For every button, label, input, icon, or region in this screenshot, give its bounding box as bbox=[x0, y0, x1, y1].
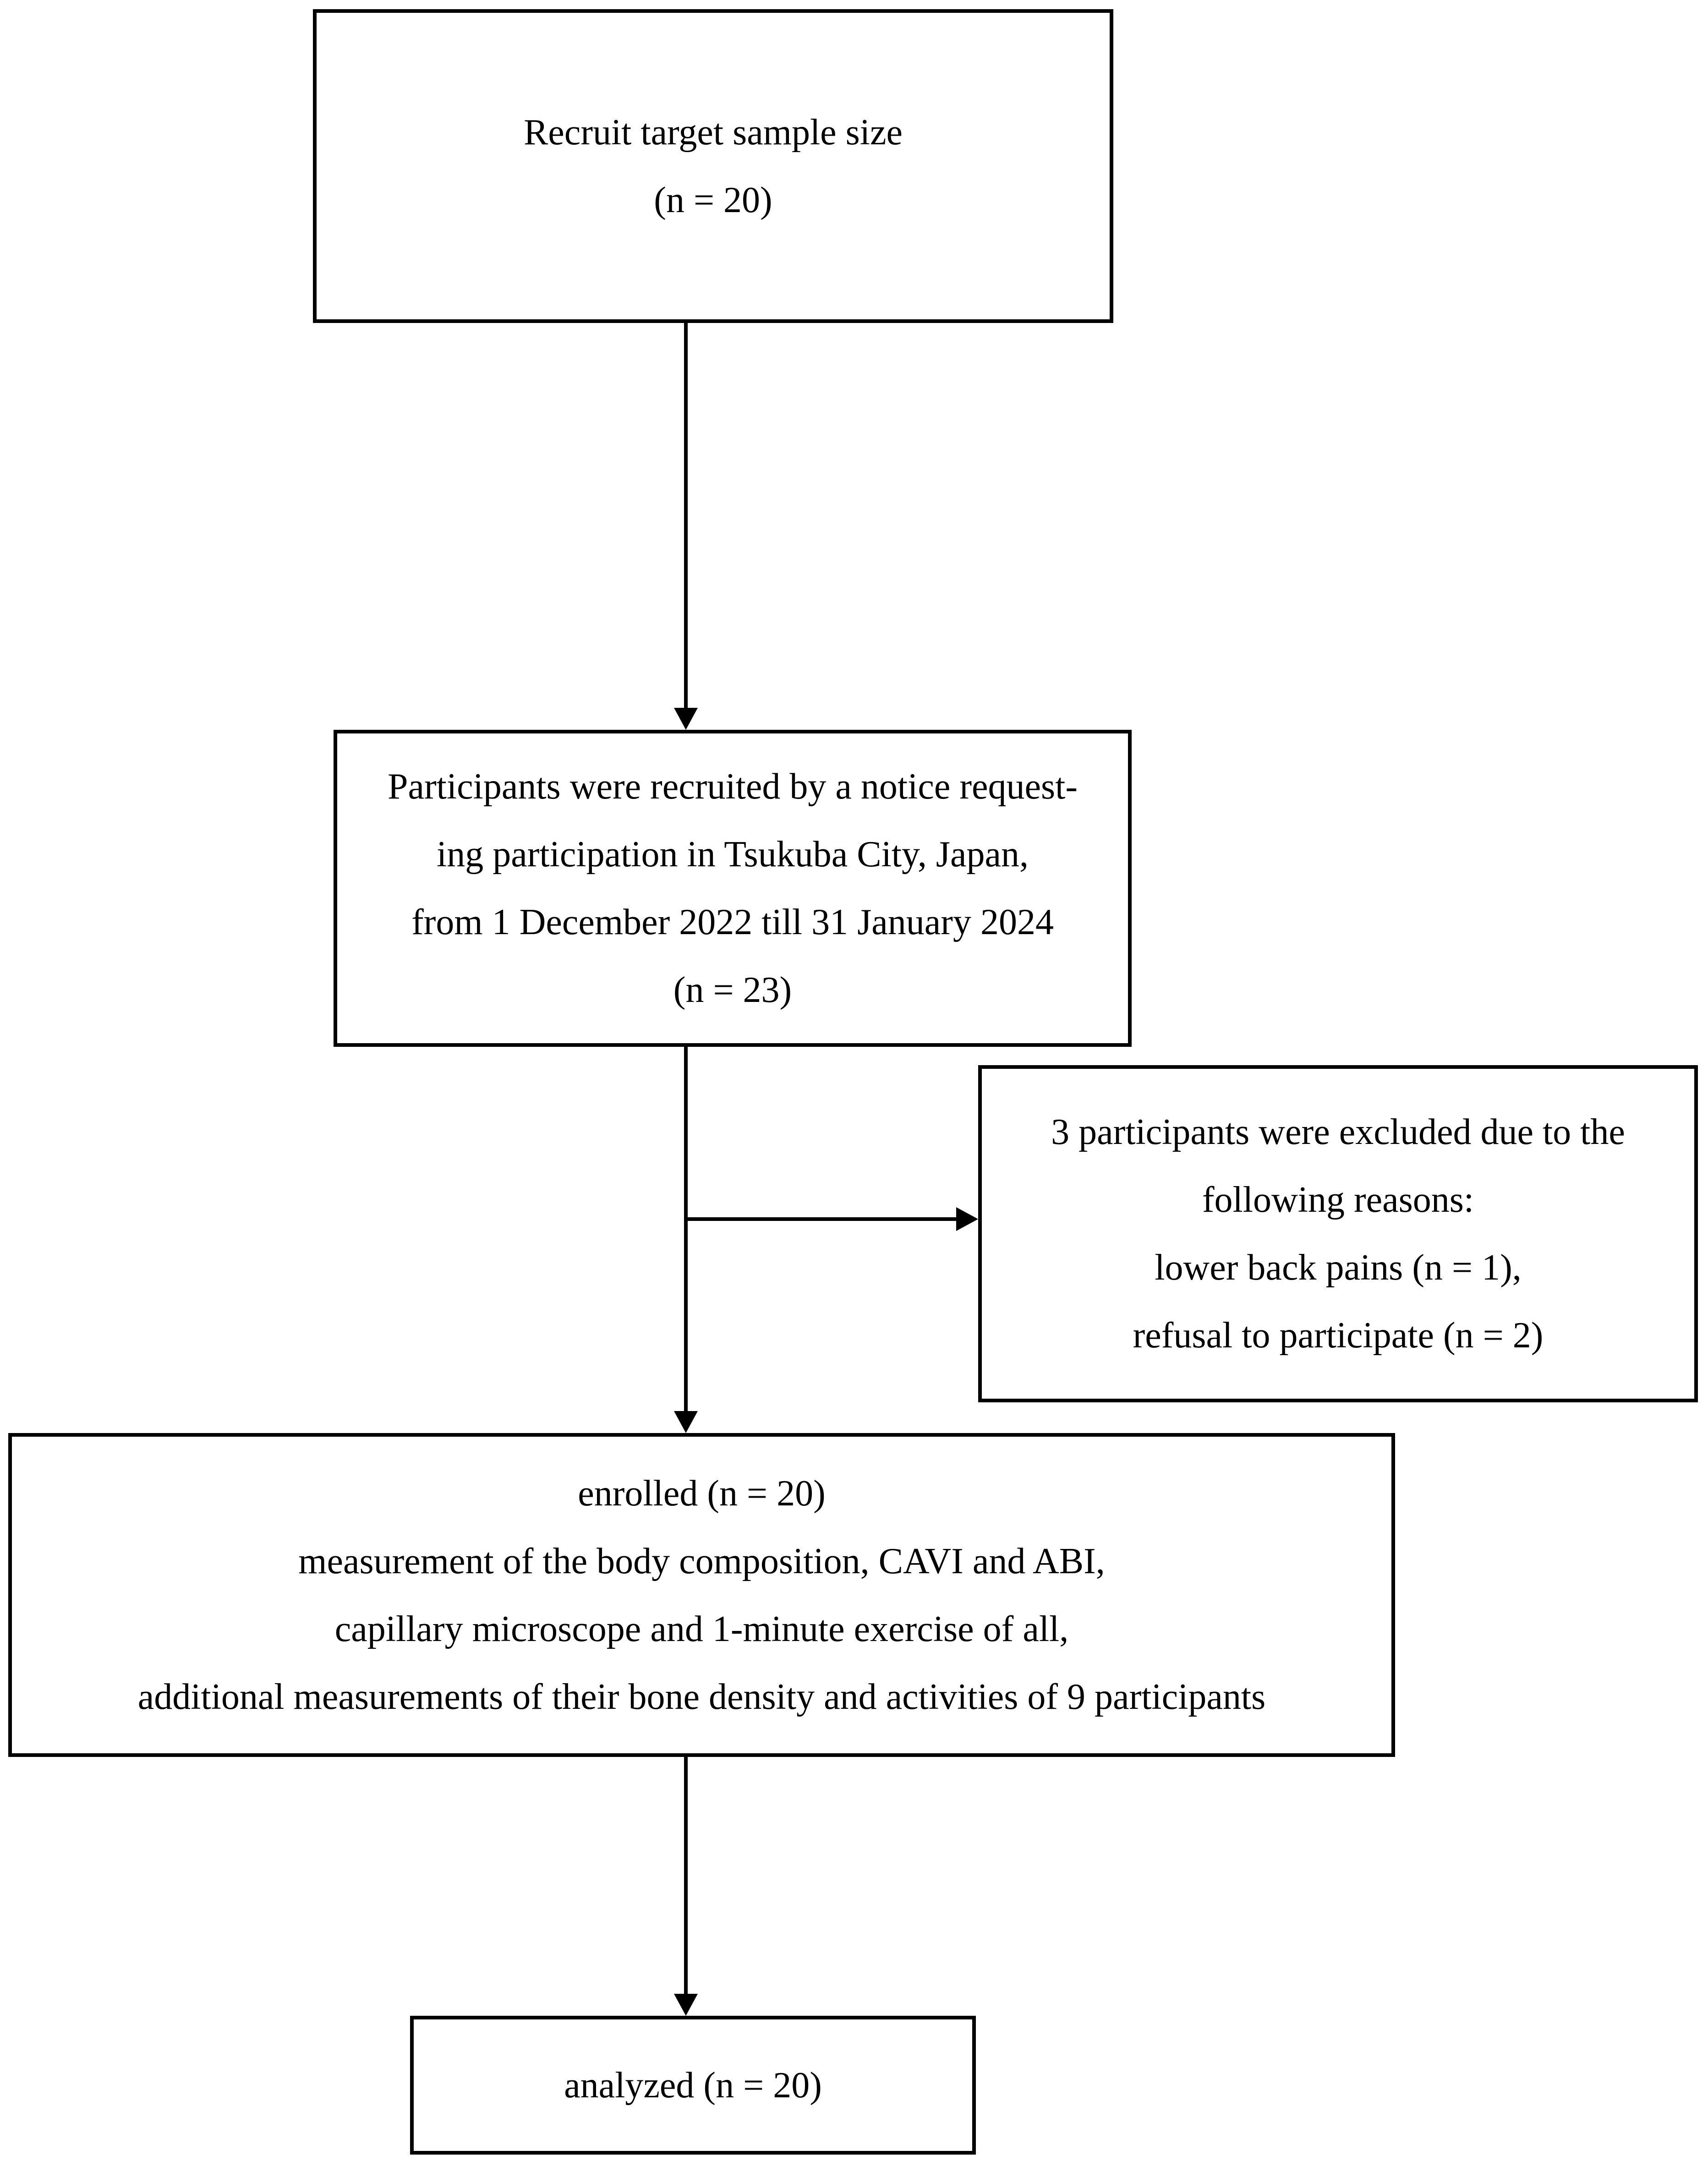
box-excluded-line-3: lower back pains (n = 1), bbox=[1155, 1247, 1522, 1288]
arrow-enrolled-to-analyzed-line bbox=[684, 1757, 688, 1994]
box-recruited-line-2: ing participation in Tsukuba City, Japan… bbox=[437, 834, 1029, 875]
box-enrolled-line-3: capillary microscope and 1-minute exerci… bbox=[334, 1608, 1069, 1649]
arrow-recruited-to-enrolled-head bbox=[674, 1411, 698, 1433]
box-recruited-line-1: Participants were recruited by a notice … bbox=[387, 766, 1078, 807]
arrow-branch-excluded-line bbox=[686, 1217, 956, 1221]
arrow-recruit-to-recruited-line bbox=[684, 323, 688, 708]
box-excluded-line-1: 3 participants were excluded due to the bbox=[1051, 1112, 1625, 1152]
arrow-recruited-to-enrolled-line bbox=[684, 1047, 688, 1411]
arrow-enrolled-to-analyzed-head bbox=[674, 1994, 698, 2016]
box-participants-recruited: Participants were recruited by a notice … bbox=[334, 730, 1132, 1047]
box-recruit-line-2: (n = 20) bbox=[654, 180, 772, 220]
box-recruited-line-3: from 1 December 2022 till 31 January 202… bbox=[411, 902, 1054, 942]
box-participants-excluded: 3 participants were excluded due to the … bbox=[978, 1065, 1698, 1402]
box-excluded-line-4: refusal to participate (n = 2) bbox=[1133, 1315, 1544, 1356]
box-recruited-line-4: (n = 23) bbox=[673, 970, 792, 1010]
box-analyzed: analyzed (n = 20) bbox=[410, 2016, 976, 2155]
box-analyzed-line-1: analyzed (n = 20) bbox=[564, 2065, 822, 2106]
box-enrolled-measurements: enrolled (n = 20) measurement of the bod… bbox=[8, 1433, 1395, 1757]
box-enrolled-line-4: additional measurements of their bone de… bbox=[137, 1676, 1266, 1717]
box-excluded-line-2: following reasons: bbox=[1202, 1180, 1474, 1220]
box-enrolled-line-1: enrolled (n = 20) bbox=[578, 1473, 826, 1514]
arrow-branch-excluded-head bbox=[956, 1207, 978, 1231]
arrow-recruit-to-recruited-head bbox=[674, 708, 698, 730]
box-recruit-line-1: Recruit target sample size bbox=[523, 112, 903, 153]
box-recruit-target: Recruit target sample size (n = 20) bbox=[313, 9, 1113, 323]
box-enrolled-line-2: measurement of the body composition, CAV… bbox=[298, 1541, 1105, 1581]
